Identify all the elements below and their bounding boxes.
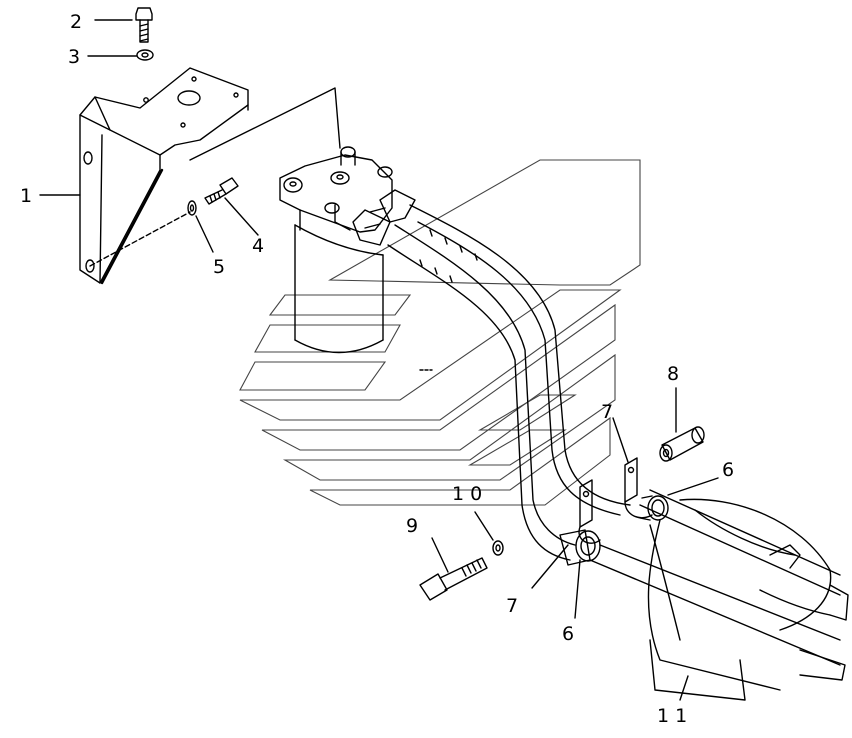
bolt-part-2	[135, 7, 153, 43]
washer-part-10	[492, 540, 504, 556]
washer-part-3	[136, 49, 154, 61]
label-part-1: 1	[20, 185, 32, 207]
label-part-2: 2	[70, 11, 82, 33]
mounting-bracket	[79, 67, 341, 285]
collar-part-6-lower	[559, 529, 601, 566]
clamp-part-7-upper	[624, 457, 653, 519]
label-part-3: 3	[68, 46, 80, 68]
watermark-logo	[239, 159, 641, 506]
filter-assembly	[279, 146, 393, 354]
part-labels: 1 2 3 4 5 6 6 7 7 8 9 1 0 1 1	[20, 11, 734, 727]
label-part-9: 9	[406, 515, 418, 537]
hydraulic-hoses	[352, 189, 631, 561]
label-part-5: 5	[213, 256, 225, 278]
leader-lines	[39, 19, 719, 701]
label-part-10: 1 0	[452, 483, 482, 505]
label-part-6-lower: 6	[562, 623, 574, 645]
collar-part-6-upper	[639, 495, 669, 521]
clamp-part-7-lower	[578, 479, 601, 544]
label-part-7-lower: 7	[506, 595, 518, 617]
label-part-8: 8	[667, 363, 679, 385]
bolt-part-4	[204, 177, 239, 205]
label-part-7-upper: 7	[601, 401, 613, 423]
label-part-6-upper: 6	[722, 459, 734, 481]
label-part-11: 1 1	[657, 705, 687, 727]
washer-part-5	[187, 200, 197, 216]
tank-and-pipes	[589, 489, 849, 701]
sleeve-part-8	[659, 426, 705, 462]
label-part-4: 4	[252, 235, 264, 257]
bolt-part-9	[419, 557, 488, 601]
